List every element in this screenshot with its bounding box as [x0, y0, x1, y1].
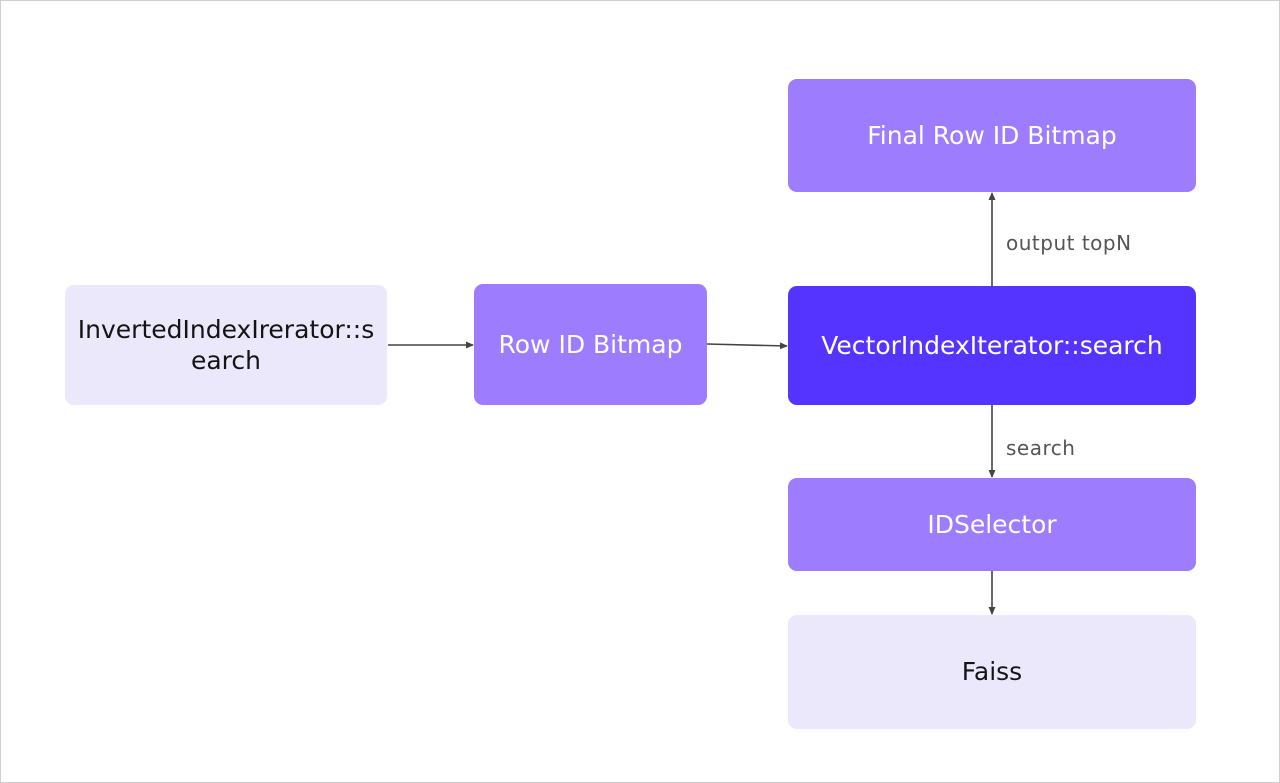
- node-id-selector-label: IDSelector: [927, 509, 1057, 539]
- node-vector-index-iterator-label: VectorIndexIterator::search: [821, 330, 1163, 360]
- node-faiss-label: Faiss: [961, 657, 1023, 687]
- edge-label-output-topn: output topN: [1006, 231, 1132, 255]
- node-id-selector: IDSelector: [788, 478, 1196, 571]
- node-row-id-bitmap-label: Row ID Bitmap: [498, 329, 683, 359]
- node-final-row-id-bitmap: Final Row ID Bitmap: [788, 79, 1196, 192]
- node-row-id-bitmap: Row ID Bitmap: [474, 284, 707, 405]
- edge-label-search: search: [1006, 436, 1076, 460]
- node-inverted-index-iterator-label: InvertedIndexIrerator::search: [77, 314, 375, 375]
- node-final-row-id-bitmap-label: Final Row ID Bitmap: [867, 120, 1117, 150]
- node-vector-index-iterator: VectorIndexIterator::search: [788, 286, 1196, 405]
- node-inverted-index-iterator: InvertedIndexIrerator::search: [65, 285, 387, 405]
- node-faiss: Faiss: [788, 615, 1196, 729]
